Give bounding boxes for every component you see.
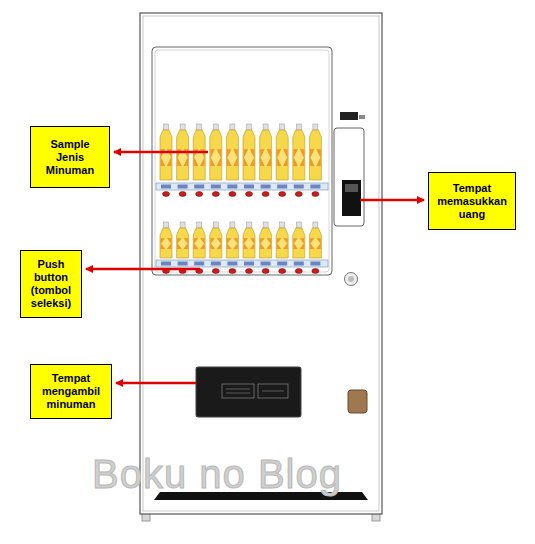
callout-text: Tempat memasukkan uang <box>433 182 511 221</box>
callout-text: Sample Jenis Minuman <box>35 138 105 177</box>
watermark: Boku no Blog <box>92 452 342 497</box>
callout-text: Push button (tombol seleksi) <box>25 258 77 310</box>
callout-box: Tempat mengambil minuman <box>30 364 112 419</box>
callout-text: Tempat mengambil minuman <box>35 372 107 411</box>
callout-box: Sample Jenis Minuman <box>30 126 110 188</box>
callout-box: Tempat memasukkan uang <box>428 172 516 230</box>
callout-box: Push button (tombol seleksi) <box>20 250 82 318</box>
